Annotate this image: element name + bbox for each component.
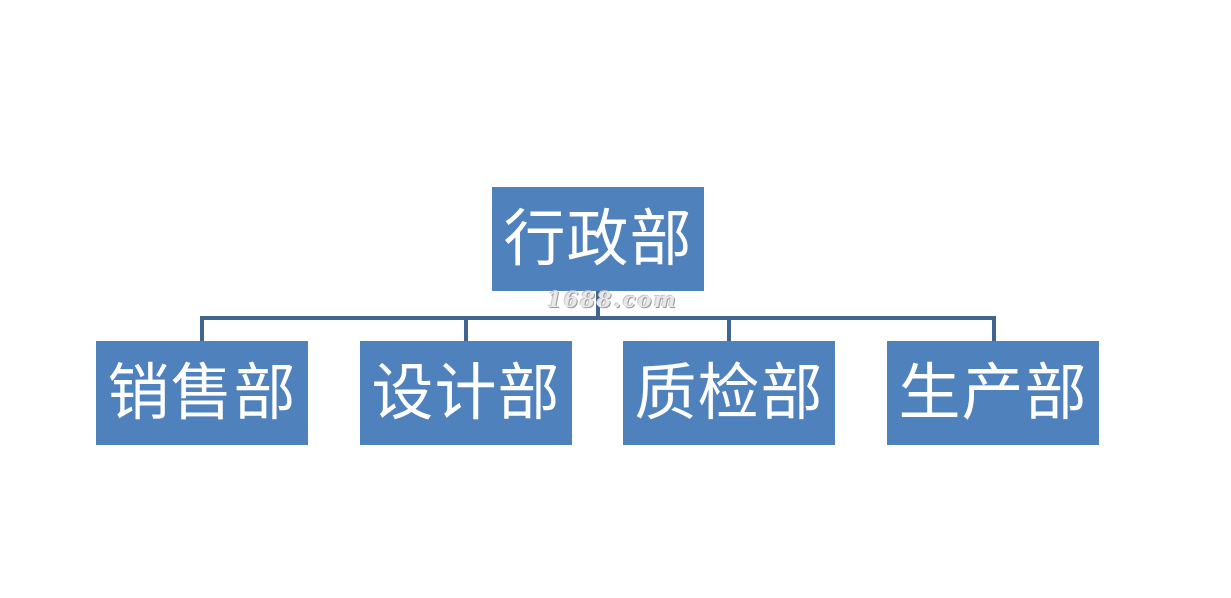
- node-label: 行政部: [503, 202, 693, 275]
- node-production: 生产部: [887, 341, 1099, 445]
- watermark-logo: 1688.com: [547, 287, 678, 312]
- node-sales: 销售部: [96, 341, 308, 445]
- node-label: 质检部: [634, 356, 824, 429]
- node-label: 销售部: [107, 356, 297, 429]
- node-quality-inspection: 质检部: [623, 341, 835, 445]
- node-design: 设计部: [360, 341, 572, 445]
- node-label: 生产部: [898, 356, 1088, 429]
- node-label: 设计部: [371, 356, 561, 429]
- node-root-administration: 行政部: [492, 187, 704, 291]
